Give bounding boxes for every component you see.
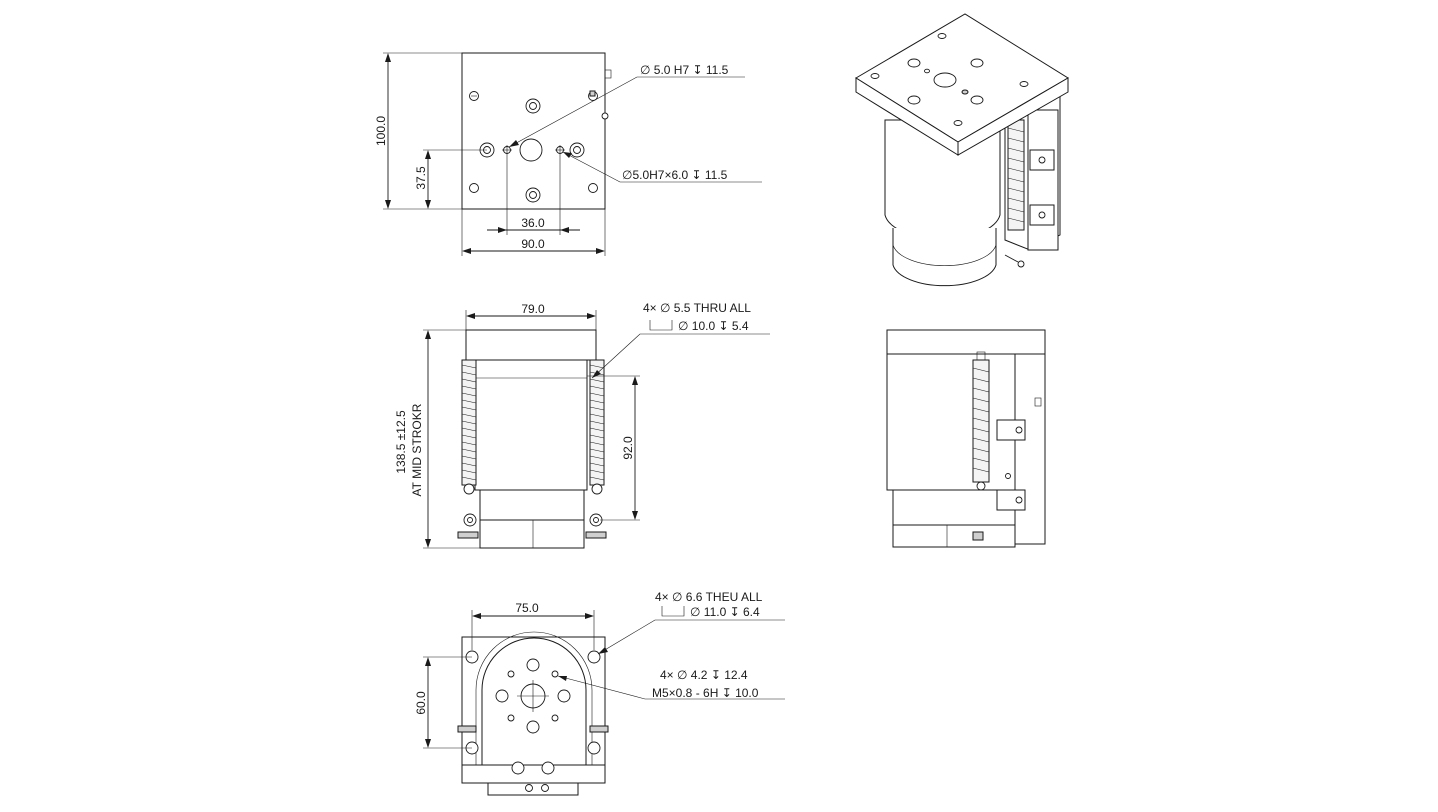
bottom-foot	[487, 782, 579, 796]
iso-base-ring	[892, 228, 997, 287]
cylinder-body	[474, 359, 588, 491]
side-base	[892, 524, 1016, 548]
callout-a-line-1: 4× ∅ 6.6 THEU ALL	[655, 590, 763, 604]
iso-center-bore	[933, 72, 957, 88]
callout-a-line-2: ∅ 11.0 ↧ 6.4	[690, 605, 760, 619]
side-top-plate	[886, 329, 1046, 355]
mount-hole	[588, 183, 598, 193]
dim-height-total: 100.0	[374, 116, 388, 146]
bolt-hole	[557, 689, 571, 703]
tapped-hole	[507, 714, 515, 722]
dim-width: 79.0	[521, 302, 545, 316]
dim-height: 60.0	[414, 691, 428, 715]
base-hole	[511, 761, 525, 775]
tapped-hole	[507, 670, 515, 678]
dim-height: 138.5 ±12.5	[394, 410, 408, 474]
side-hole	[601, 112, 609, 120]
isometric-view	[855, 13, 1069, 287]
side-view	[886, 329, 1046, 548]
spring-coils	[461, 364, 605, 481]
dim-height-holes: 37.5	[414, 166, 428, 190]
callout-line-2: ∅ 10.0 ↧ 5.4	[678, 319, 749, 333]
dim-height-note: AT MID STROKR	[410, 403, 424, 496]
mount-hole	[469, 183, 479, 193]
front-view: 79.0 138.5 ±12.5 AT MID STROKR 92.0 4× ∅…	[394, 301, 770, 549]
dim-hole-spacing: 36.0	[521, 216, 545, 230]
top-view: 100.0 37.5 36.0 90.0 ∅ 5.0 H7 ↧ 11.5 ∅5.…	[374, 52, 762, 256]
lower-body	[479, 489, 585, 521]
base-hole	[541, 761, 555, 775]
mount-hole	[587, 741, 601, 755]
spring-anchor	[463, 483, 475, 495]
callout-b-line-1: 4× ∅ 4.2 ↧ 12.4	[660, 668, 748, 682]
callout-b-line-2: M5×0.8 - 6H ↧ 10.0	[652, 686, 759, 700]
dim-width: 90.0	[521, 237, 545, 251]
bolt-hole	[495, 689, 509, 703]
dim-width: 75.0	[515, 601, 539, 615]
dim-inner-height: 92.0	[621, 436, 635, 460]
bottom-base	[461, 764, 606, 784]
side-body	[886, 353, 1016, 491]
bottom-view: 75.0 60.0 4× ∅ 6.6 THEU ALL ∅ 11.0 ↧ 6.4…	[414, 590, 785, 796]
iso-spring	[1007, 119, 1025, 231]
tapped-hole	[551, 670, 559, 678]
callout-line-1: 4× ∅ 5.5 THRU ALL	[643, 301, 751, 315]
mount-hole	[587, 650, 601, 664]
base-block	[479, 519, 585, 549]
side-tab	[604, 69, 612, 79]
top-plate-outline	[461, 52, 606, 210]
bolt-hole	[526, 720, 540, 734]
bolt-hole	[526, 658, 540, 672]
tapped-hole	[551, 714, 559, 722]
callout-pin-hole: ∅ 5.0 H7 ↧ 11.5	[640, 63, 729, 77]
spring-anchor	[591, 483, 603, 495]
center-bore	[519, 138, 543, 162]
top-block	[465, 329, 597, 361]
callout-slot-hole: ∅5.0H7×6.0 ↧ 11.5	[622, 168, 728, 182]
